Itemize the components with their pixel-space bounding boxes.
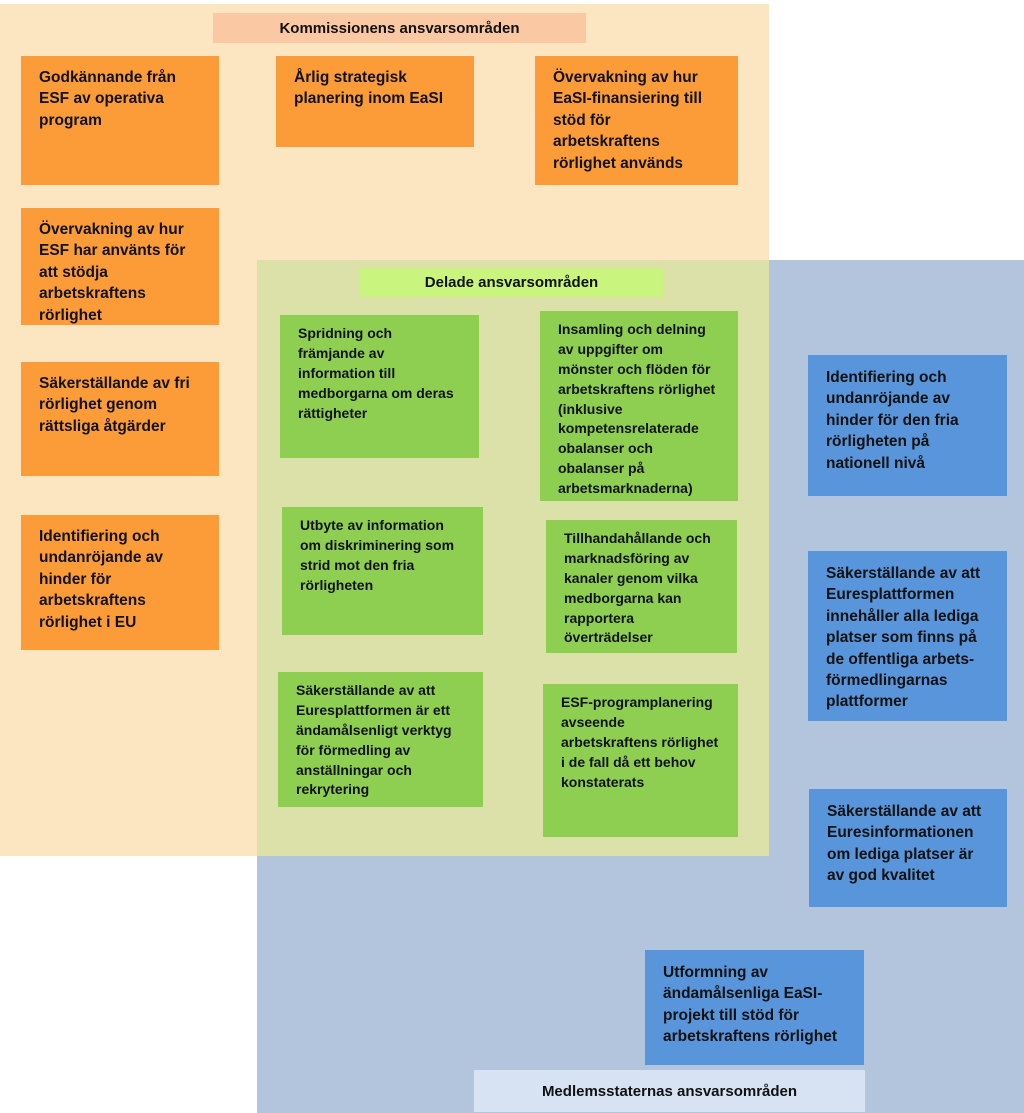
member-states-header: Medlemsstaternas ansvarsområden <box>474 1070 865 1112</box>
shared-box-discrimination-info: Utbyte av information om diskriminering … <box>282 507 483 635</box>
commission-box-legal-measures: Säkerställande av fri rörlighet genom rä… <box>21 362 219 476</box>
member-box-eures-quality: Säkerställande av att Euresinformationen… <box>809 789 1007 907</box>
commission-box-easi-monitoring: Övervakning av hur EaSI-finansiering til… <box>535 56 738 185</box>
shared-box-esf-programming: ESF-programplanering avseende arbetskraf… <box>543 684 738 837</box>
shared-box-reporting-channels: Tillhandahållande och marknadsföring av … <box>546 520 737 653</box>
shared-box-information-spread: Spridning och främjande av information t… <box>280 315 479 458</box>
commission-box-esf-approval: Godkännande från ESF av operativa progra… <box>21 56 219 185</box>
commission-header: Kommissionens ansvarsområden <box>213 13 586 43</box>
commission-box-eu-obstacles: Identifiering och undanröjande av hinder… <box>21 515 219 650</box>
commission-box-esf-monitoring: Övervakning av hur ESF har använts för a… <box>21 208 219 325</box>
shared-box-data-collection: Insamling och delning av uppgifter om mö… <box>540 311 738 501</box>
member-box-eures-vacancies: Säkerställande av att Euresplattformen i… <box>808 551 1007 721</box>
member-box-national-obstacles: Identifiering och undanröjande av hinder… <box>808 355 1007 496</box>
shared-header: Delade ansvarsområden <box>360 268 663 297</box>
commission-box-easi-planning: Årlig strategisk planering inom EaSI <box>276 56 474 147</box>
member-box-easi-projects: Utformning av ändamålsenliga EaSI-projek… <box>645 950 864 1065</box>
shared-box-eures-platform: Säkerställande av att Euresplattformen ä… <box>278 672 483 807</box>
